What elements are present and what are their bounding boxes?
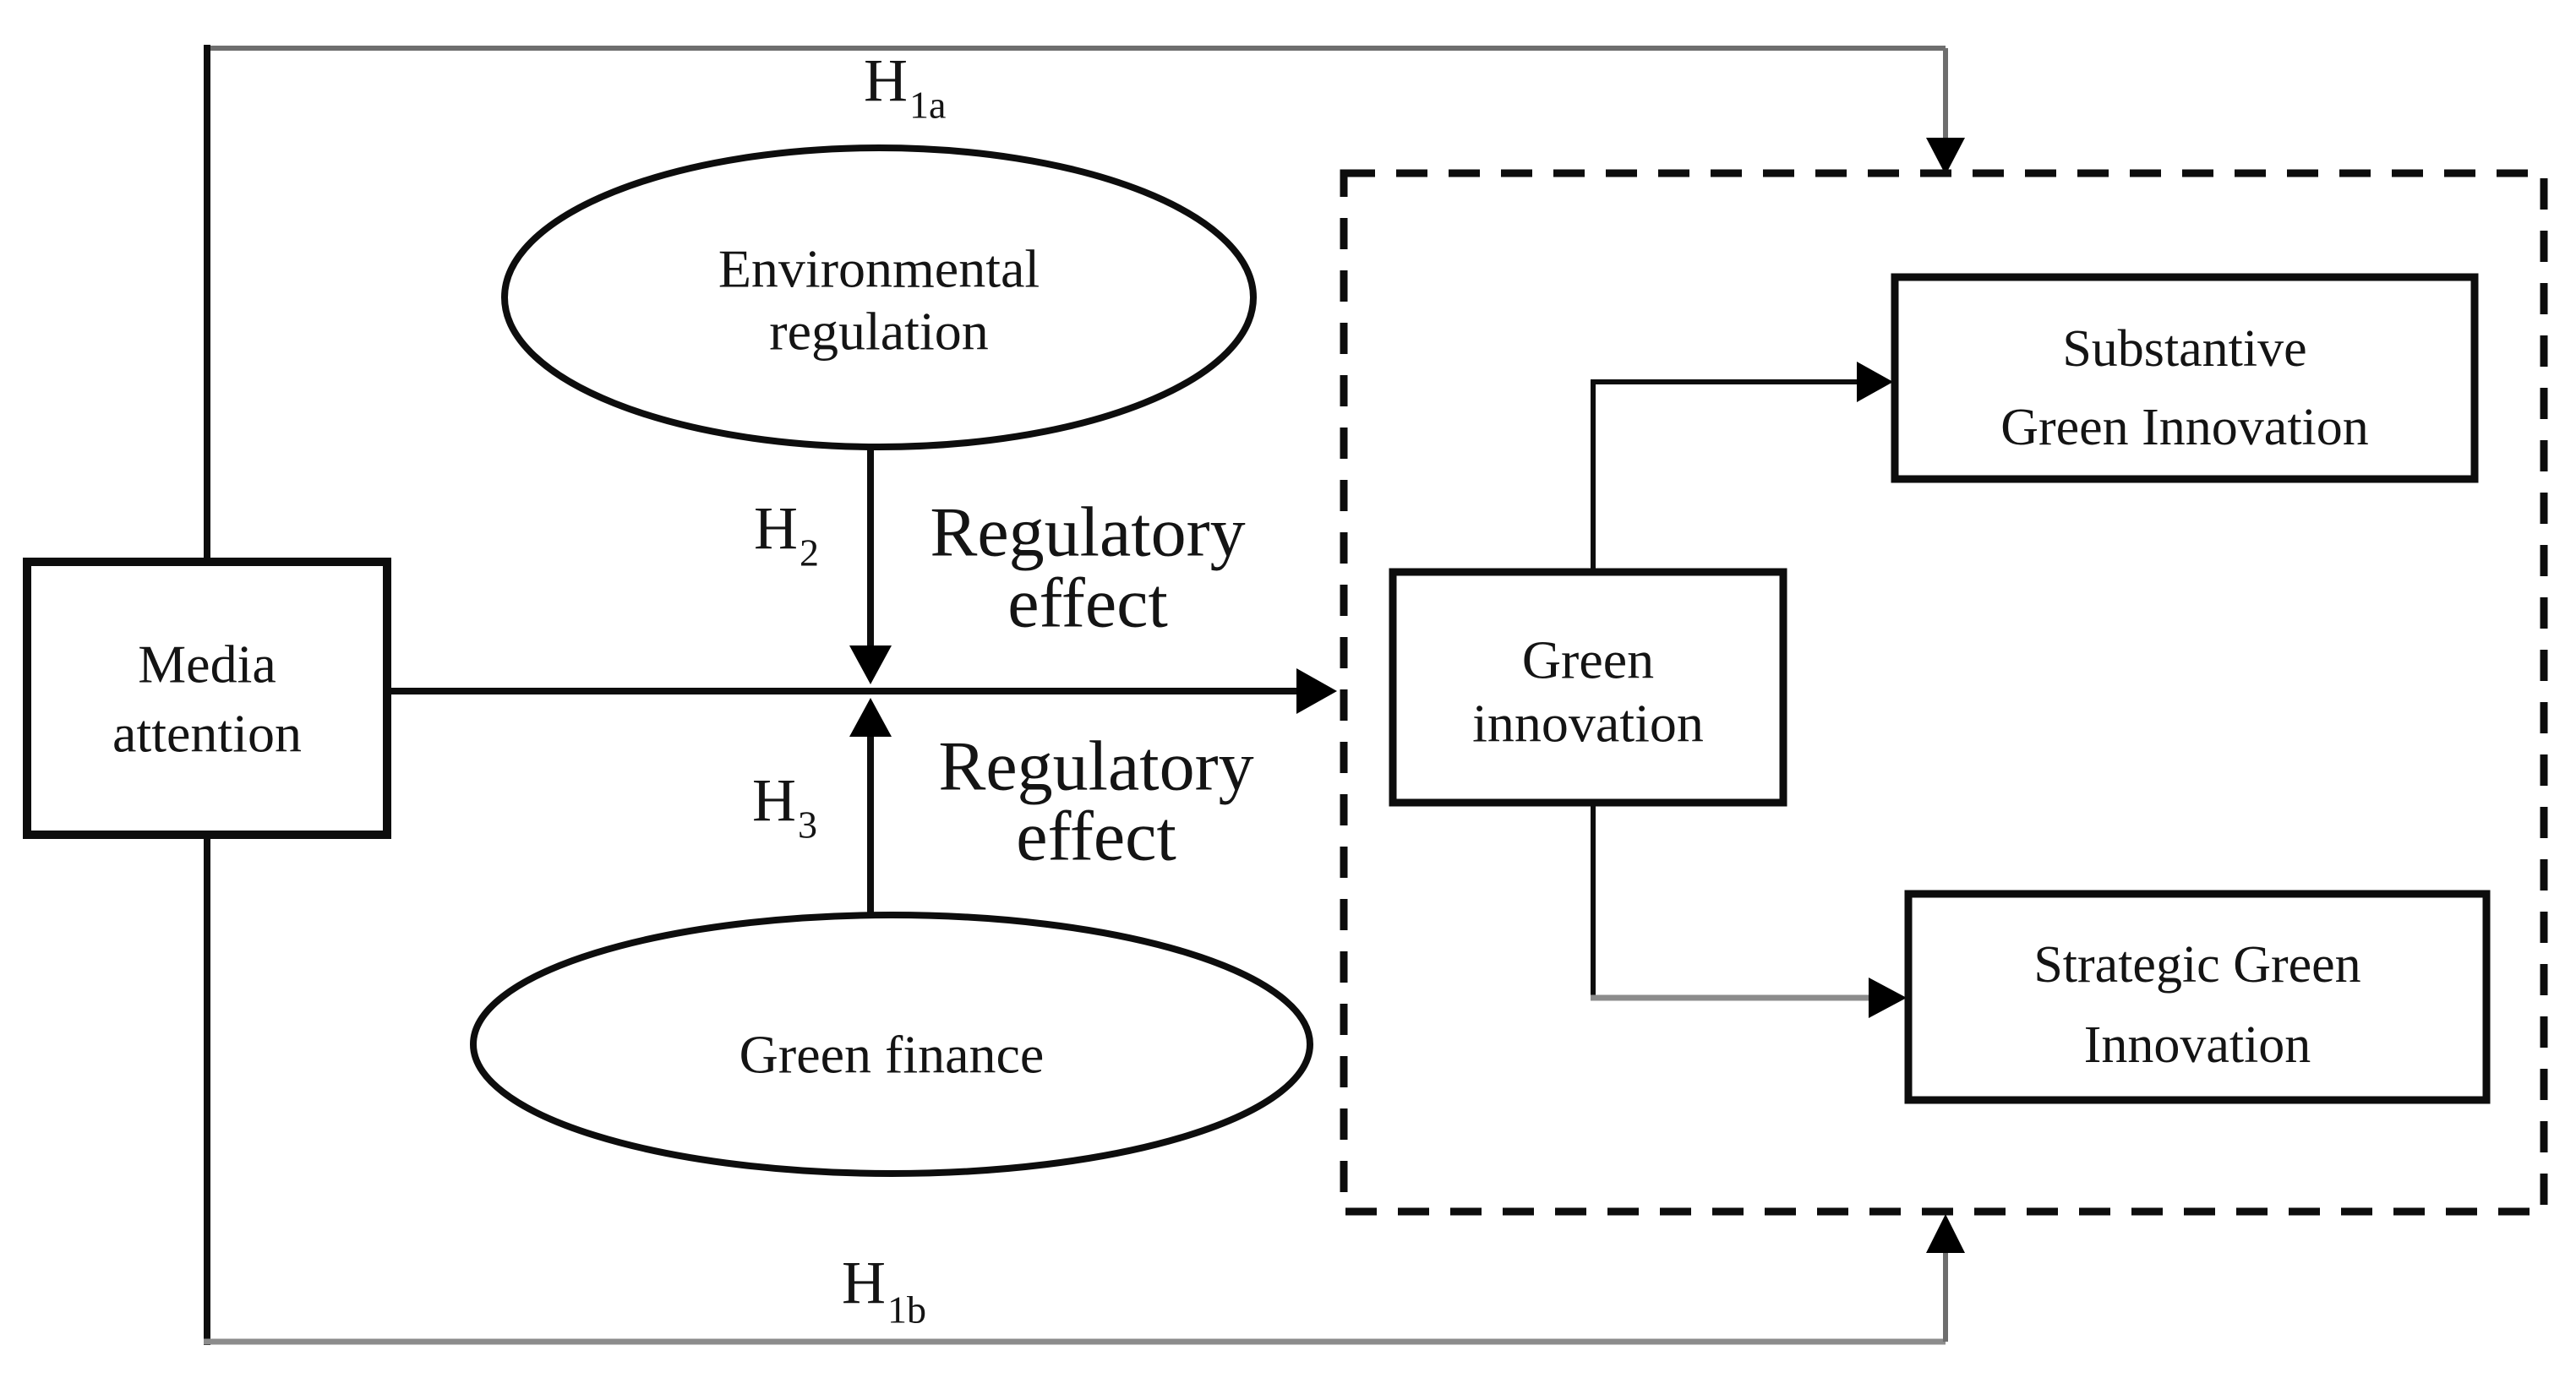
- to-substantive-arrowhead-icon: [1857, 362, 1893, 402]
- regulatory-effect-top-line2: effect: [1007, 564, 1168, 643]
- regulatory-effect-bottom-line2: effect: [1016, 798, 1176, 876]
- green-innovation-group-frame: [1340, 169, 2548, 1216]
- h2-arrowhead-icon: [849, 645, 892, 684]
- main-effect-arrowhead-icon: [1296, 668, 1337, 714]
- green-innovation-box: [1389, 568, 1787, 807]
- h1b-arrowhead-icon: [1926, 1214, 1965, 1253]
- substantive-green-innovation-box: [1891, 273, 2479, 483]
- h1a-label-subscript: 1a: [909, 84, 946, 127]
- environmental-regulation-ellipse: [501, 144, 1257, 450]
- green-innovation-label-line1: Green: [1522, 630, 1654, 690]
- green-finance-ellipse: [470, 912, 1313, 1177]
- green-innovation-label-line2: innovation: [1472, 694, 1704, 754]
- h2-label-subscript: 2: [800, 531, 819, 575]
- h3-arrowhead-icon: [849, 698, 892, 737]
- to-strategic-arrowhead-icon: [1869, 978, 1907, 1018]
- media-attention-label-line1: Media: [138, 635, 276, 694]
- environmental-regulation-label-line1: Environmental: [718, 239, 1040, 299]
- regulatory-effect-top-line1: Regulatory: [930, 493, 1245, 572]
- media-attention-box: [23, 558, 391, 839]
- h1b-label: H: [842, 1249, 886, 1316]
- h3-label-subscript: 3: [798, 803, 817, 847]
- substantive-label-line1: Substantive: [2062, 320, 2306, 378]
- strategic-green-innovation-box: [1904, 890, 2491, 1104]
- h1a-arrowhead-icon: [1926, 138, 1965, 175]
- h1b-label-subscript: 1b: [887, 1288, 926, 1332]
- strategic-label-line2: Innovation: [2084, 1016, 2311, 1074]
- green-finance-label: Green finance: [740, 1025, 1045, 1085]
- strategic-label-line1: Strategic Green: [2033, 936, 2360, 994]
- environmental-regulation-label-line2: regulation: [769, 302, 988, 362]
- h1a-label: H: [864, 46, 908, 114]
- media-attention-label-line2: attention: [112, 704, 302, 764]
- h3-label: H: [752, 766, 796, 834]
- substantive-label-line2: Green Innovation: [2000, 399, 2369, 456]
- h2-label: H: [754, 494, 798, 562]
- regulatory-effect-bottom-line1: Regulatory: [938, 727, 1253, 806]
